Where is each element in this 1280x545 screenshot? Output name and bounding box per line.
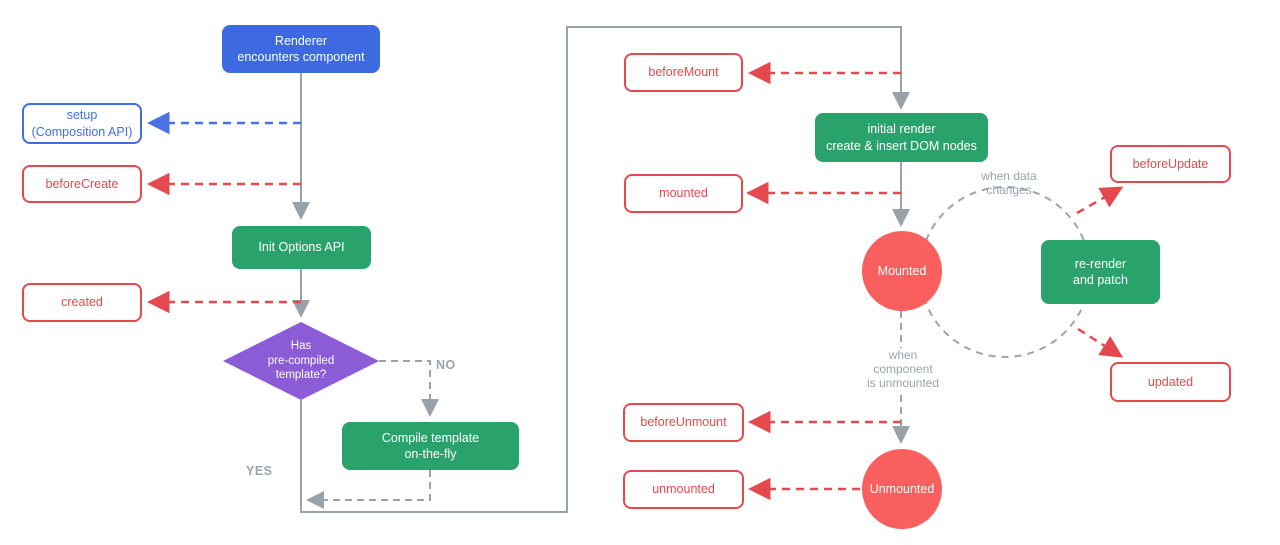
created-hook-node: created xyxy=(22,283,142,322)
connector-no-branch xyxy=(379,360,439,417)
connector-yes-to-initial-render xyxy=(300,26,910,513)
no-label: NO xyxy=(436,358,456,372)
before-unmount-hook-node: beforeUnmount xyxy=(623,403,744,442)
unmounted-hook-node: unmounted xyxy=(623,470,744,509)
unmounted-state-circle: Unmounted xyxy=(862,449,942,529)
when-component-unmounted-label: when component is unmounted xyxy=(854,348,952,392)
before-create-hook-node: beforeCreate xyxy=(22,165,142,203)
renderer-node: Renderer encounters component xyxy=(222,25,380,73)
setup-hook-node: setup (Composition API) xyxy=(22,103,142,144)
before-update-hook-node: beforeUpdate xyxy=(1110,145,1231,183)
re-render-node: re-render and patch xyxy=(1041,240,1160,304)
init-options-node: Init Options API xyxy=(232,226,371,269)
arrow-before-update xyxy=(1076,186,1124,215)
mounted-state-circle: Mounted xyxy=(862,231,942,311)
mounted-hook-node: mounted xyxy=(624,174,743,213)
before-mount-hook-node: beforeMount xyxy=(624,53,743,92)
yes-label: YES xyxy=(246,464,273,478)
compile-template-node: Compile template on-the-fly xyxy=(342,422,519,470)
updated-hook-node: updated xyxy=(1110,362,1231,402)
when-data-changes-label: when data changes xyxy=(981,169,1037,197)
arrow-updated xyxy=(1077,327,1124,358)
initial-render-node: initial render create & insert DOM nodes xyxy=(815,113,988,162)
connector-compile-return xyxy=(306,470,431,509)
